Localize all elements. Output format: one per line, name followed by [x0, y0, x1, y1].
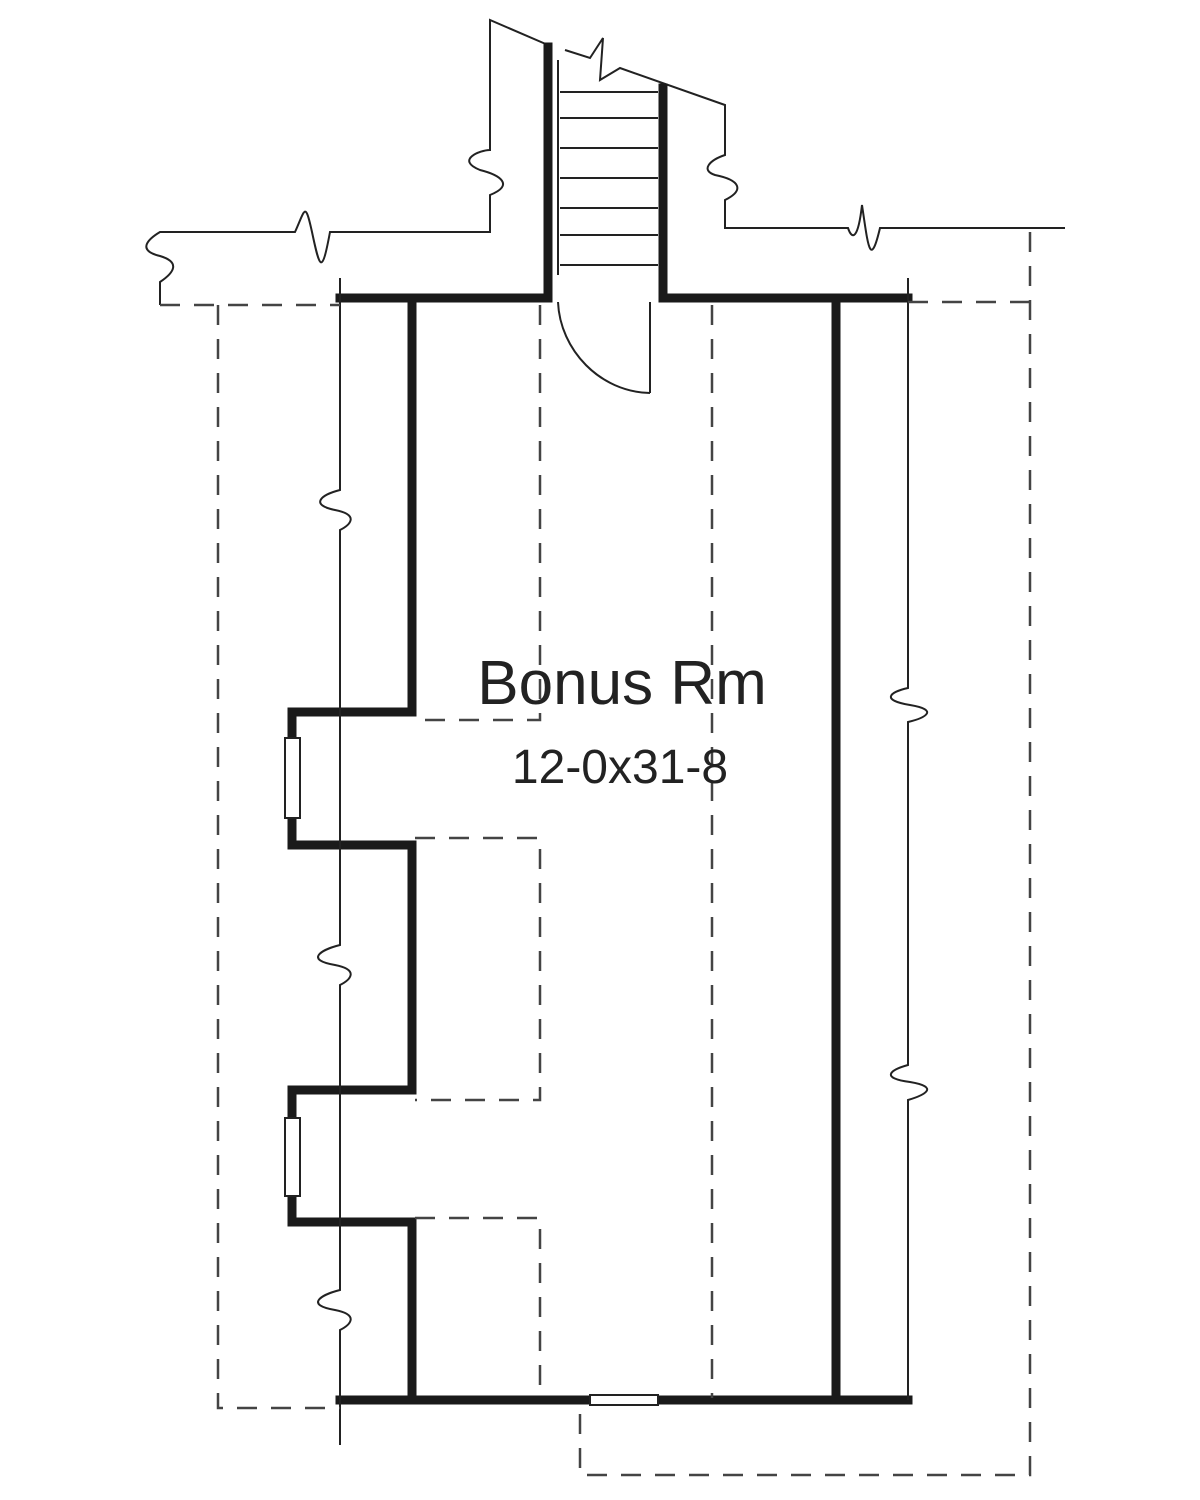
walls [287, 293, 913, 1405]
room-dimensions: 12-0x31-8 [512, 741, 728, 794]
context-outline [145, 18, 1065, 305]
dashed-lines [160, 232, 1032, 1477]
stairs [543, 42, 668, 303]
room-name: Bonus Rm [477, 649, 766, 718]
windows [284, 737, 659, 1406]
door [557, 301, 651, 394]
thin-lines [317, 278, 929, 1445]
